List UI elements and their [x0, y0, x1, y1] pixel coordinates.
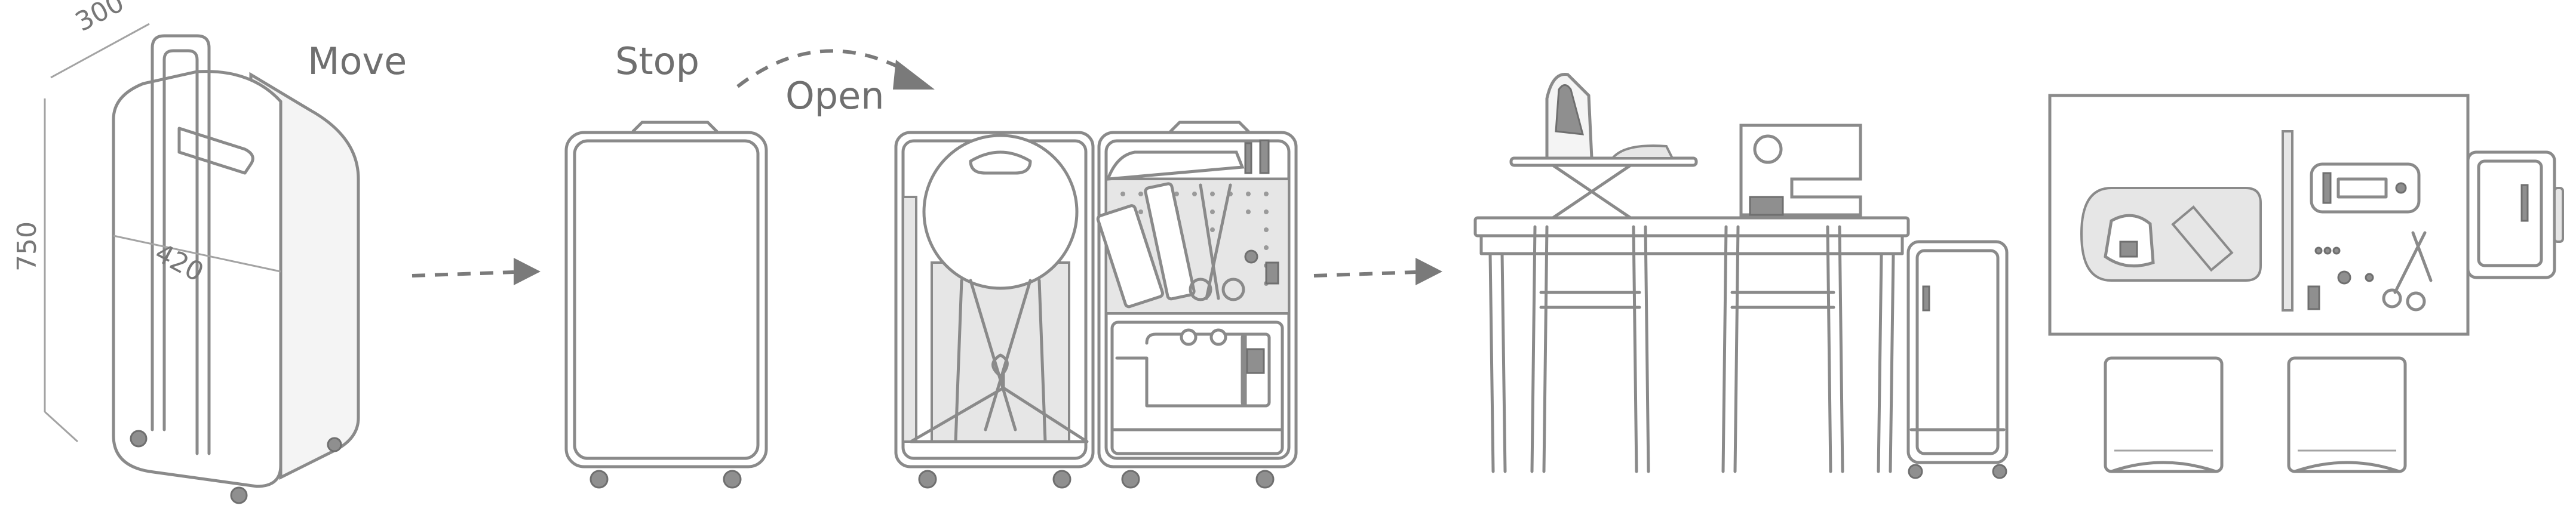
closed-shell-outer	[564, 131, 768, 468]
sewing-machine-compartment	[1110, 320, 1284, 455]
suitcase-seam	[113, 235, 281, 273]
dimension-line-depth	[50, 23, 150, 79]
chair	[1530, 225, 1650, 473]
ruler-top	[2282, 130, 2293, 312]
closed-handle	[631, 121, 719, 133]
closed-shell-inner	[573, 139, 760, 460]
step-label-stop: Stop	[615, 39, 699, 83]
stool-top	[2287, 356, 2407, 473]
ironing-board-legs	[1551, 164, 1632, 220]
wheel	[918, 470, 937, 489]
sewing-machine	[1115, 332, 1247, 408]
fabric-pad	[1096, 204, 1164, 309]
stool-top	[2104, 356, 2224, 473]
suitcase-open	[894, 121, 1298, 489]
step-label-open: Open	[785, 74, 885, 118]
stool-legs	[954, 279, 1047, 443]
telescopic-handle-inner	[162, 49, 199, 455]
suitcase-closed	[564, 121, 768, 489]
fabric-roll-top	[2171, 205, 2234, 272]
sewing-machine-top	[2310, 162, 2421, 214]
stool-handle	[969, 150, 1032, 175]
fabric-roll	[1144, 182, 1196, 301]
top-handle	[177, 127, 254, 175]
arrow-move-to-stop	[412, 258, 541, 285]
wheel	[327, 437, 342, 452]
dimension-tick	[44, 411, 79, 443]
wheel	[1121, 470, 1140, 489]
table-top	[1473, 216, 1910, 238]
wheel	[230, 486, 248, 504]
dimension-label-height: 750	[12, 221, 42, 272]
workstation-side-view	[1473, 73, 2009, 479]
hanger	[909, 353, 1089, 443]
scissors-blades	[1199, 183, 1232, 300]
iron-rest	[1610, 144, 1675, 159]
ironing-board	[1509, 156, 1698, 167]
suitcase-isometric	[44, 23, 360, 504]
workstation-top-view	[2048, 94, 2564, 473]
stool-seat	[922, 134, 1079, 290]
thread-spool	[1244, 249, 1258, 264]
iron-shelf-item	[1106, 150, 1245, 181]
wheel	[723, 470, 742, 489]
table-leg	[1877, 252, 1895, 473]
wheel	[1255, 470, 1275, 489]
bottle	[1244, 142, 1252, 174]
bottle	[1259, 139, 1270, 174]
wheel	[130, 430, 148, 448]
pin-cushion	[2337, 270, 2351, 285]
chair	[1721, 225, 1844, 473]
wheel	[589, 470, 609, 489]
wheel	[1052, 470, 1071, 489]
open-right-handle	[1169, 121, 1250, 133]
arrow-open	[736, 49, 935, 90]
iron-top	[2104, 214, 2155, 268]
thread-top	[2307, 285, 2320, 310]
suitcase-side-view	[1906, 240, 2009, 464]
table-leg	[1488, 252, 1507, 473]
step-label-move: Move	[308, 39, 407, 83]
arrow-open-to-workstation	[1313, 258, 1442, 285]
sewing-machine	[1739, 124, 1862, 217]
scissors-top	[2393, 231, 2433, 294]
telescopic-handle	[151, 34, 211, 455]
ruler	[902, 196, 917, 443]
thread-spool	[1265, 261, 1279, 285]
table-apron	[1479, 234, 1904, 255]
